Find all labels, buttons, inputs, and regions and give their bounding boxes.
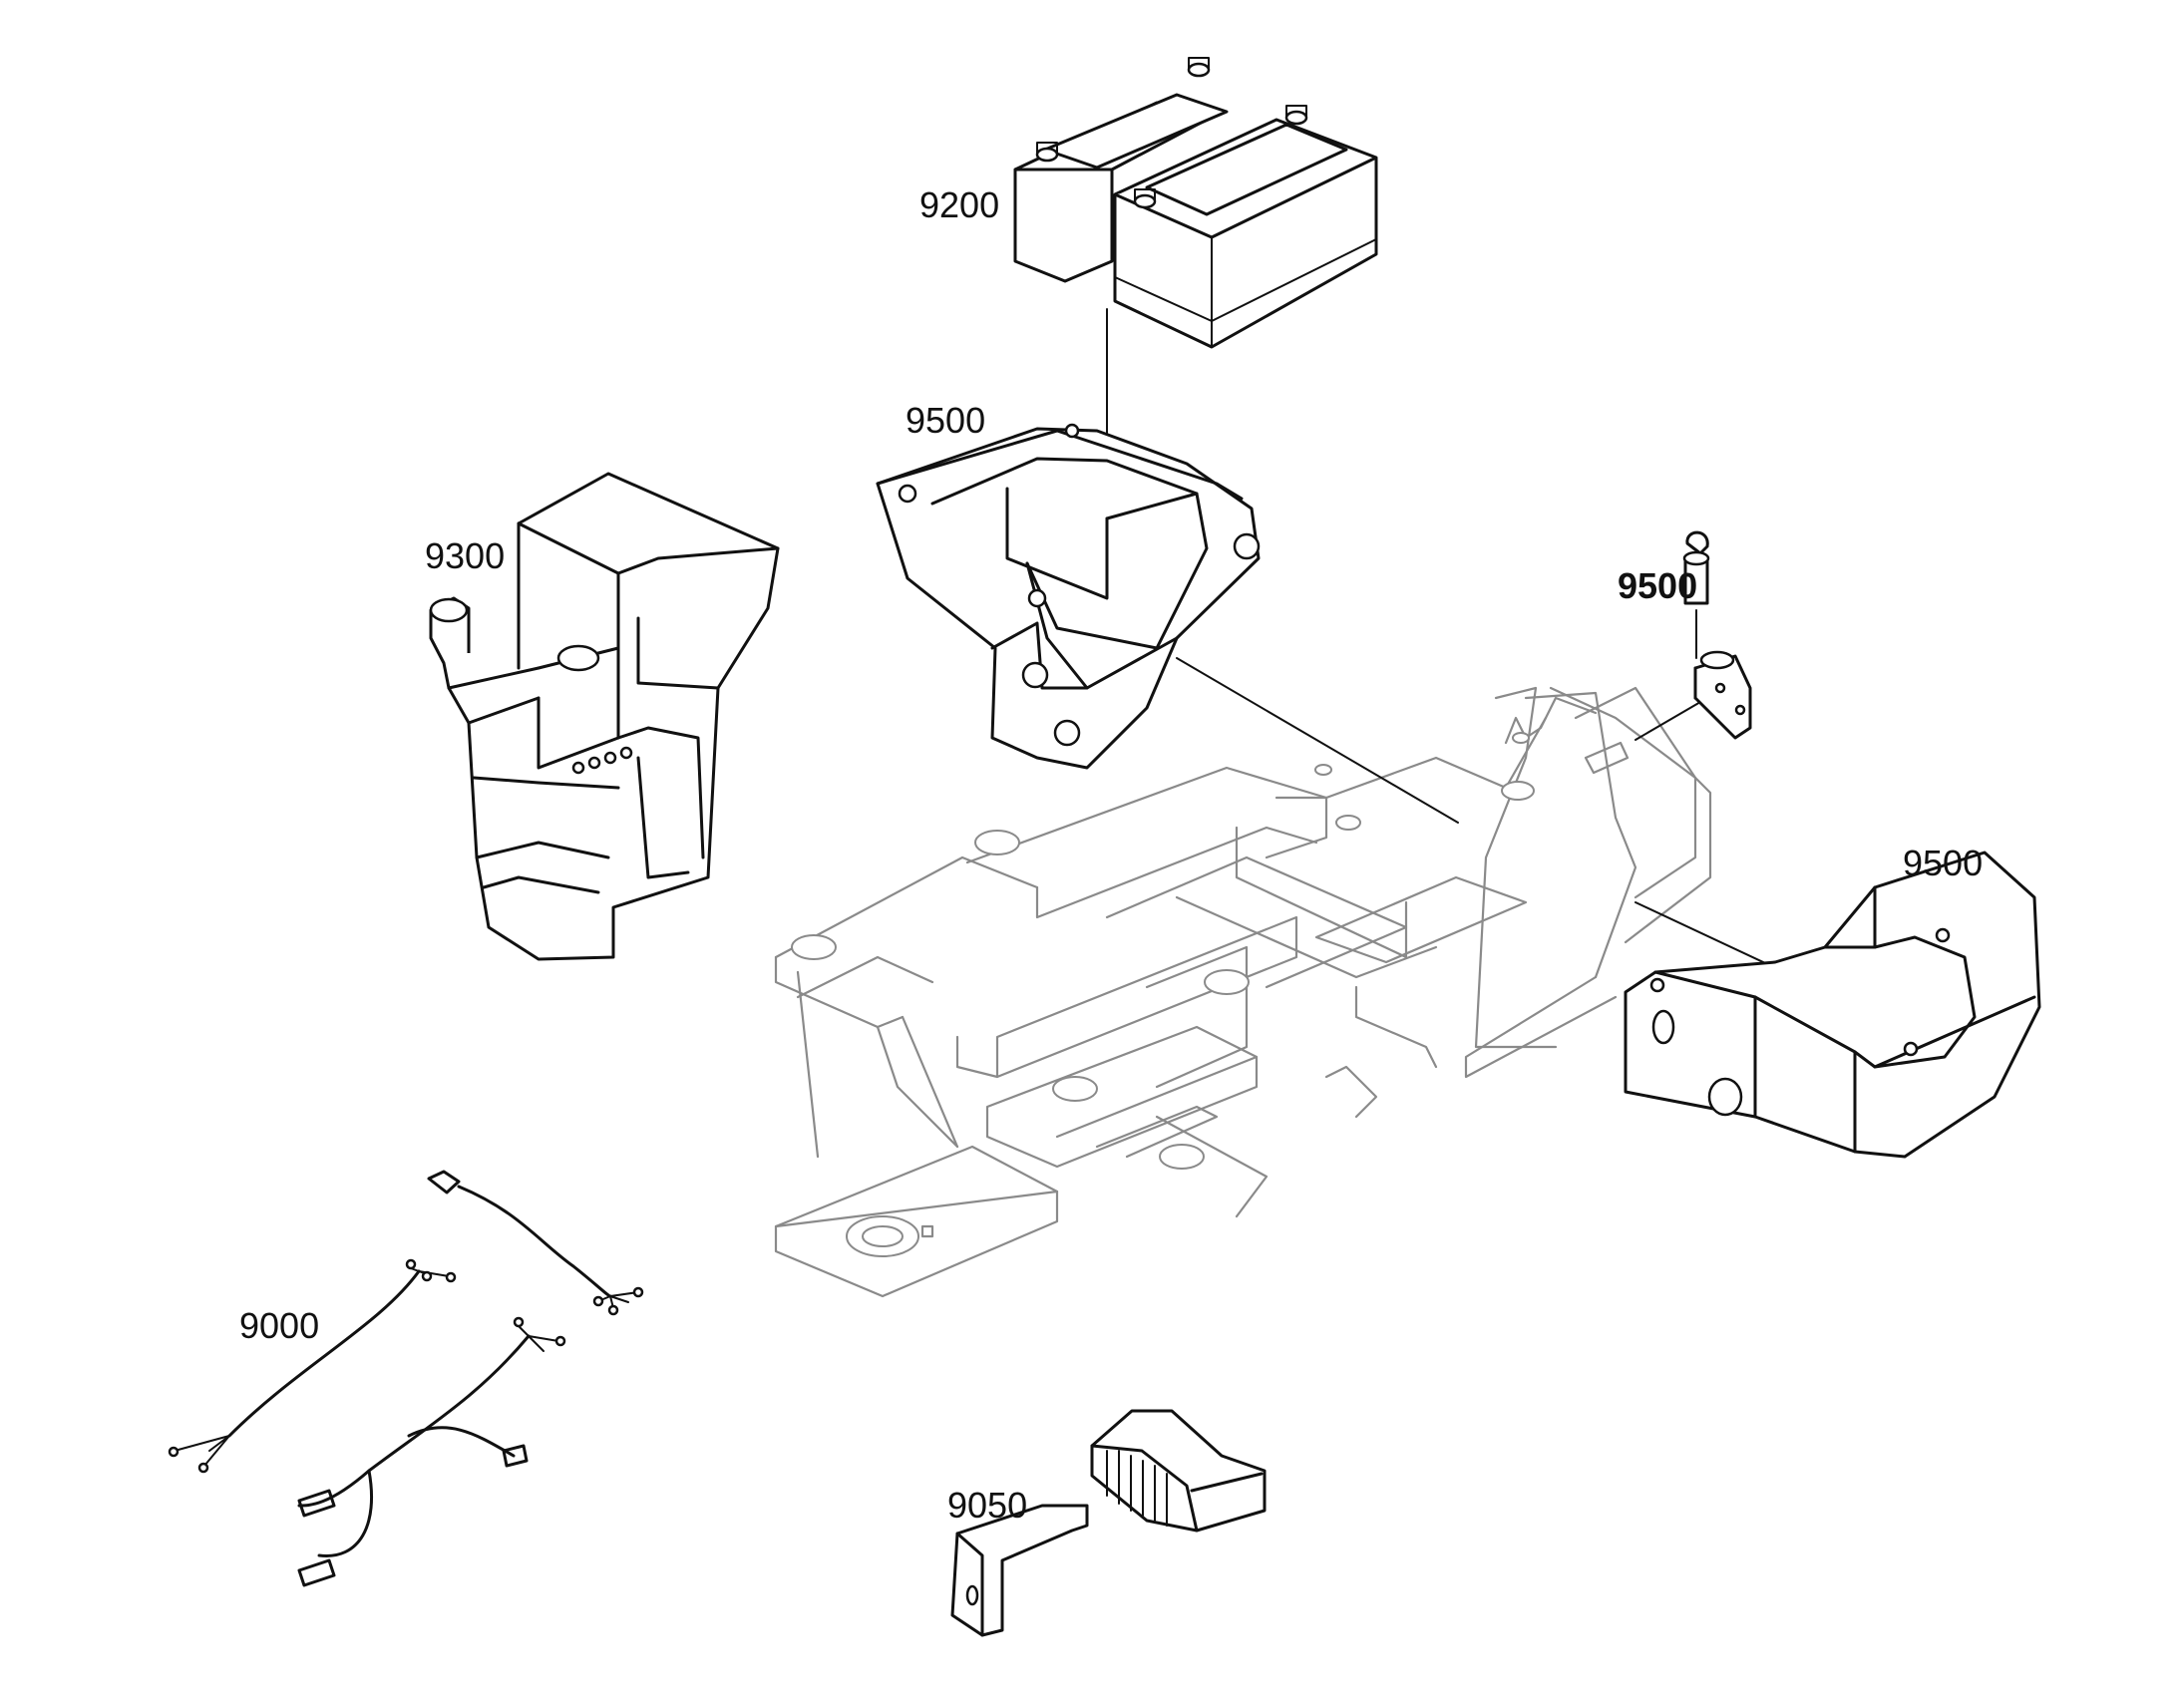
leader-line-pin-to-frame [1635, 697, 1708, 741]
work-light [950, 1409, 1267, 1637]
callout-hitch-pin: 9500 [1618, 565, 1698, 606]
callout-wiring-harness: 9000 [239, 1305, 320, 1346]
counterweight [1624, 851, 2041, 1159]
hitch-pin-bracket [1682, 530, 1752, 740]
battery-tray [876, 423, 1261, 770]
callout-work-light: 9050 [947, 1485, 1028, 1526]
callout-battery: 9200 [919, 184, 1000, 225]
callout-battery-tray: 9500 [906, 400, 986, 441]
callout-counterweight: 9500 [1903, 843, 1984, 883]
leader-line-tray-to-frame [1176, 657, 1459, 824]
battery-pair [1013, 57, 1378, 349]
chassis-frame [774, 686, 1712, 1298]
wiring-harnesses [168, 1170, 644, 1587]
callout-fuel-tank: 9300 [425, 535, 506, 576]
fuel-tank [429, 472, 780, 961]
